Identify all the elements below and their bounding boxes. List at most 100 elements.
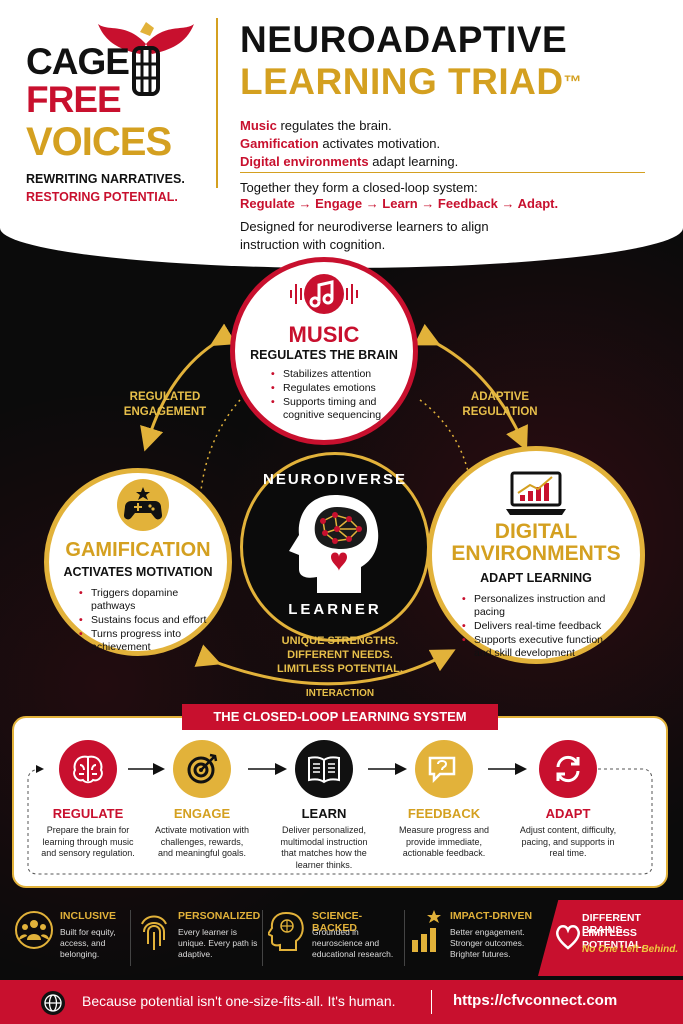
feature-personalized: PERSONALIZED Every learner is unique. Ev… — [136, 908, 262, 970]
gamification-subtitle: ACTIVATES MOTIVATION — [63, 565, 213, 579]
digital-subtitle: ADAPT LEARNING — [480, 571, 592, 585]
digital-title-line1: DIGITAL — [494, 520, 578, 543]
triad-connectors — [140, 323, 528, 686]
feature-title: INCLUSIVE — [60, 910, 117, 922]
feature-divider — [262, 910, 263, 966]
bullet: Turns progress into achievement — [79, 628, 209, 654]
footer-divider — [431, 990, 432, 1014]
laptop-chart-icon — [506, 471, 566, 515]
logo: CAGE FREE VOICES REWRITING NARRATIVES. R… — [26, 14, 216, 204]
step-desc: Prepare the brain for learning through m… — [41, 825, 135, 858]
feature-impact: IMPACT-DRIVEN Better engagement. Stronge… — [410, 908, 536, 970]
music-bullets: Stabilizes attention Regulates emotions … — [271, 368, 391, 423]
step-name: ENGAGE — [173, 806, 231, 821]
label-line: ENGAGEMENT — [123, 406, 207, 418]
page-title-line2: LEARNING TRIAD™ — [240, 62, 582, 102]
label-line: REGULATED — [129, 391, 201, 403]
footer — [0, 980, 683, 1024]
target-icon — [173, 740, 231, 798]
heart-shield-icon — [556, 925, 580, 950]
intro-line: Music regulates the brain. — [240, 117, 660, 135]
brain-icon — [59, 740, 117, 798]
feature-inclusive: INCLUSIVE Built for equity, access, and … — [14, 908, 134, 970]
feature-desc: Better engagement. Stronger outcomes. Br… — [450, 927, 525, 959]
strengths-line: UNIQUE STRENGTHS. — [281, 635, 399, 647]
phoenix-cage-icon — [98, 22, 194, 96]
loop-arrows — [27, 763, 653, 875]
promo-badge: DIFFERENT BRAINS. LIMITLESS POTENTIAL. N… — [538, 900, 683, 976]
bullet: Sustains focus and effort — [79, 614, 209, 627]
promo-line3: No One Left Behind. — [582, 944, 679, 955]
bullet: Delivers real-time feedback — [462, 620, 622, 633]
label-line: ADAPTIVE — [470, 391, 530, 403]
page-title-line1: NEUROADAPTIVE — [240, 19, 568, 60]
intro-divider — [240, 172, 645, 173]
digital-title-line2: ENVIRONMENTS — [451, 542, 621, 565]
feature-title: PERSONALIZED — [178, 910, 261, 922]
logo-line-free: FREE — [26, 79, 122, 120]
music-subtitle: REGULATES THE BRAIN — [250, 348, 398, 362]
fingerprint-icon — [141, 915, 167, 950]
promo-line1: DIFFERENT BRAINS. — [582, 912, 641, 936]
tagline-1: REWRITING NARRATIVES. — [26, 172, 185, 186]
tagline-2: RESTORING POTENTIAL. — [26, 190, 178, 204]
feedback-chat-icon — [415, 740, 473, 798]
brain-head-icon — [268, 911, 304, 951]
step-name: REGULATE — [52, 806, 124, 821]
header — [0, 0, 683, 268]
flow-text: Regulate → Engage → Learn → Feedback → A… — [240, 196, 559, 211]
globe-icon — [41, 991, 65, 1015]
bullet: Regulates emotions — [271, 382, 391, 395]
feature-desc: Built for equity, access, and belonging. — [60, 927, 116, 959]
intro-list: Music regulates the brain. Gamification … — [240, 117, 660, 171]
gamification-bullets: Triggers dopamine pathways Sustains focu… — [79, 587, 209, 655]
feature-desc: Grounded in neuroscience and educational… — [312, 927, 394, 959]
gamification-circle: GAMIFICATION ACTIVATES MOTIVATION Trigge… — [44, 468, 232, 656]
digital-circle: DIGITAL ENVIRONMENTS ADAPT LEARNING Pers… — [427, 446, 645, 664]
feature-title: SCIENCE-BACKED — [312, 910, 363, 934]
step-name: LEARN — [301, 806, 347, 821]
designed-text: Designed for neurodiverse learners to al… — [240, 219, 489, 252]
learner-label-top: NEURODIVERSE — [262, 471, 408, 488]
people-icon — [15, 911, 53, 949]
feature-science: SCIENCE-BACKED Grounded in neuroscience … — [268, 908, 404, 970]
step-desc: Measure progress and provide immediate, … — [398, 825, 490, 858]
feature-desc: Every learner is unique. Every path is a… — [178, 927, 258, 959]
step-engage: ENGAGE Activate motivation with challeng… — [154, 740, 250, 860]
step-name: ADAPT — [545, 806, 591, 821]
intro-rest: activates motivation. — [318, 136, 441, 151]
bullet: Supports executive function and skill de… — [462, 634, 622, 660]
feature-title: IMPACT-DRIVEN — [450, 910, 533, 922]
header-divider — [216, 18, 218, 188]
step-desc: Activate motivation with challenges, rew… — [154, 825, 250, 858]
learner-label-bottom: LEARNER — [288, 601, 382, 618]
logo-line-voices: VOICES — [26, 120, 172, 164]
loop-text: Together they form a closed-loop system: — [240, 180, 478, 195]
learner-brain-icon — [289, 495, 379, 593]
footer-url-link[interactable]: https://cfvconnect.com — [453, 992, 618, 1009]
logo-line-cage: CAGE — [26, 41, 130, 82]
closed-loop-banner: THE CLOSED-LOOP LEARNING SYSTEM — [182, 704, 498, 730]
intro-bold: Music — [240, 118, 277, 133]
gamification-title: GAMIFICATION — [65, 539, 211, 561]
page-title-line2-text: LEARNING TRIAD — [240, 61, 564, 102]
closed-loop-banner-text: THE CLOSED-LOOP LEARNING SYSTEM — [213, 709, 467, 724]
intro-bold: Digital environments — [240, 154, 369, 169]
strengths-line: LIMITLESS POTENTIAL. — [277, 663, 403, 675]
label-line: REGULATION — [462, 406, 538, 418]
intro-line: Digital environments adapt learning. — [240, 153, 660, 171]
step-desc: Deliver personalized, multimodal instruc… — [280, 825, 368, 870]
strengths-text: UNIQUE STRENGTHS. DIFFERENT NEEDS. LIMIT… — [250, 634, 430, 676]
intro-bold: Gamification — [240, 136, 319, 151]
learner-circle: NEURODIVERSE LEARNER — [240, 452, 430, 642]
music-title: MUSIC — [288, 322, 360, 347]
refresh-icon — [539, 740, 597, 798]
label-interaction: INTERACTION — [305, 688, 375, 699]
step-learn: LEARN Deliver personalized, multimodal i… — [276, 740, 372, 871]
bar-chart-star-icon — [412, 910, 441, 952]
bullet: Personalizes instruction and pacing — [462, 593, 622, 619]
bullet: Stabilizes attention — [271, 368, 391, 381]
step-regulate: REGULATE Prepare the brain for learning … — [40, 740, 136, 860]
strengths-line: DIFFERENT NEEDS. — [287, 649, 393, 661]
step-feedback: FEEDBACK Measure progress and provide im… — [396, 740, 492, 860]
